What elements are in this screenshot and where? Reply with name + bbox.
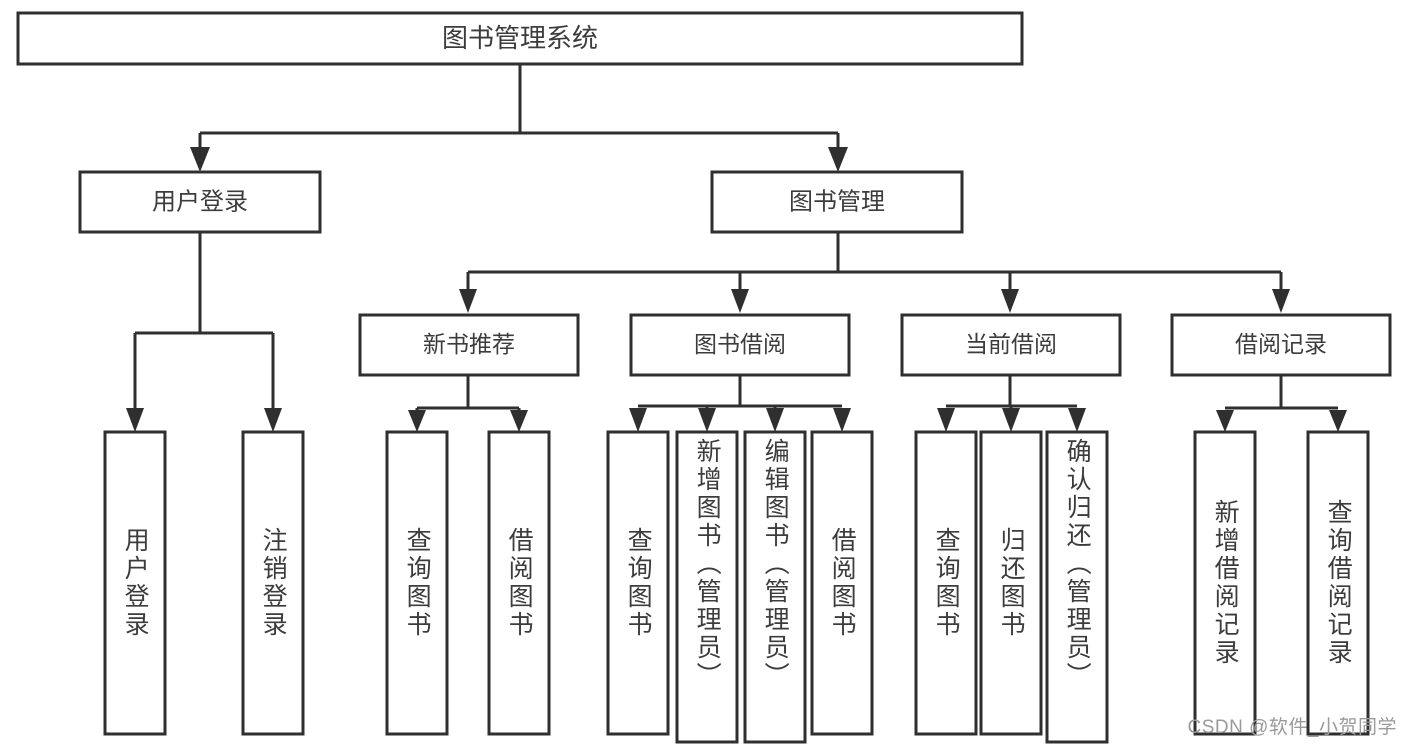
node-leaf-10-box[interactable] bbox=[979, 430, 1043, 736]
node-bookmgmt-label: 图书管理 bbox=[789, 188, 885, 215]
node-current-box[interactable] bbox=[900, 313, 1122, 377]
arrowhead-bookmgmt bbox=[828, 147, 848, 172]
node-root-label: 图书管理系统 bbox=[442, 23, 598, 53]
node-leaf-7-box[interactable] bbox=[743, 430, 807, 744]
arrowhead-leaf-7 bbox=[766, 408, 784, 432]
node-borrow-box[interactable] bbox=[629, 313, 851, 377]
arrowhead-leaf-12 bbox=[1216, 410, 1234, 432]
arrowhead-leaf-4 bbox=[510, 410, 528, 432]
node-leaf-4-box[interactable] bbox=[487, 430, 551, 736]
arrowhead-leaf-3 bbox=[408, 410, 426, 432]
arrowhead-leaf-13 bbox=[1329, 410, 1347, 432]
node-records-label: 借阅记录 bbox=[1235, 331, 1327, 357]
node-login[interactable]: 用户登录 bbox=[78, 170, 322, 234]
node-records-box[interactable] bbox=[1170, 313, 1392, 377]
arrowhead-newbook bbox=[459, 289, 477, 313]
node-login-label: 用户登录 bbox=[152, 188, 248, 215]
node-leaf-12-box[interactable] bbox=[1193, 430, 1257, 736]
node-borrow-label: 图书借阅 bbox=[694, 331, 786, 357]
arrowhead-leaf-9 bbox=[937, 408, 955, 432]
arrowhead-leaf-8 bbox=[833, 408, 851, 432]
arrowhead-records bbox=[1272, 289, 1290, 313]
arrowhead-leaf-11 bbox=[1068, 408, 1086, 432]
connector-group-current bbox=[937, 375, 1086, 432]
connector-group-root bbox=[190, 64, 848, 172]
csdn-watermark: CSDN @软件_小贺同学 bbox=[1187, 717, 1397, 738]
arrowhead-leaf-1 bbox=[126, 408, 144, 432]
node-leaf-3-box[interactable] bbox=[385, 430, 449, 736]
node-newbook[interactable]: 新书推荐 bbox=[358, 313, 580, 377]
arrowhead-leaf-10 bbox=[1002, 408, 1020, 432]
node-leaf-11-box[interactable] bbox=[1045, 430, 1109, 744]
node-leaf-13-box[interactable] bbox=[1306, 430, 1370, 736]
node-bookmgmt[interactable]: 图书管理 bbox=[710, 170, 964, 234]
arrowhead-login bbox=[190, 147, 210, 172]
arrowhead-leaf-6 bbox=[698, 408, 716, 432]
connector-group-borrow bbox=[629, 375, 851, 432]
node-login-box[interactable] bbox=[78, 170, 322, 234]
node-current[interactable]: 当前借阅 bbox=[900, 313, 1122, 377]
node-root[interactable]: 图书管理系统 bbox=[16, 11, 1024, 66]
node-leaf-1-box[interactable] bbox=[103, 430, 167, 736]
connector-group-bookmgmt bbox=[459, 232, 1290, 313]
node-root-box[interactable] bbox=[16, 11, 1024, 66]
node-borrow[interactable]: 图书借阅 bbox=[629, 313, 851, 377]
connector-group-records bbox=[1216, 375, 1347, 432]
arrowhead-current bbox=[1001, 289, 1019, 313]
arrowhead-leaf-5 bbox=[629, 408, 647, 432]
node-leaf-6-box[interactable] bbox=[675, 430, 739, 744]
node-leaf-2-box[interactable] bbox=[241, 430, 305, 736]
node-leaf-8-box[interactable] bbox=[810, 430, 874, 736]
node-newbook-box[interactable] bbox=[358, 313, 580, 377]
arrowhead-leaf-2 bbox=[264, 408, 282, 432]
arrowhead-borrow bbox=[731, 289, 749, 313]
node-newbook-label: 新书推荐 bbox=[423, 331, 515, 357]
node-bookmgmt-box[interactable] bbox=[710, 170, 964, 234]
node-leaf-9-box[interactable] bbox=[914, 430, 978, 736]
node-leaf-5-box[interactable] bbox=[606, 430, 670, 736]
node-current-label: 当前借阅 bbox=[965, 331, 1057, 357]
connector-group-newbook bbox=[408, 375, 528, 432]
node-records[interactable]: 借阅记录 bbox=[1170, 313, 1392, 377]
connector-group-login bbox=[126, 232, 282, 432]
